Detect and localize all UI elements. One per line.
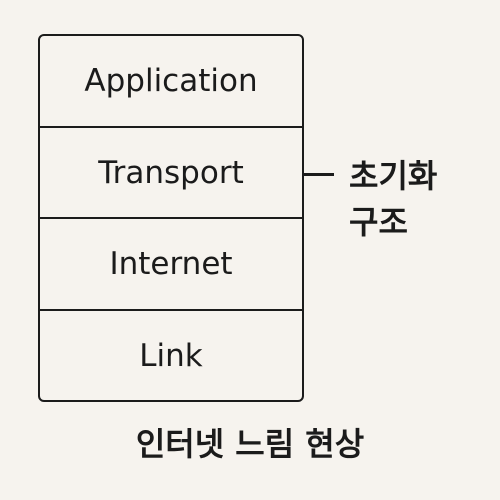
layer-label: Transport bbox=[98, 154, 244, 191]
layer-application: Application bbox=[40, 36, 302, 126]
side-annotation-line-2: 구조 bbox=[349, 203, 408, 241]
layer-internet: Internet bbox=[40, 217, 302, 309]
side-annotation: 초기화 구조 bbox=[349, 153, 437, 245]
side-annotation-line-1: 초기화 bbox=[349, 157, 438, 195]
protocol-stack: Application Transport Internet Link bbox=[38, 34, 304, 402]
layer-label: Internet bbox=[109, 246, 233, 283]
layer-transport: Transport bbox=[40, 125, 302, 218]
layer-link: Link bbox=[40, 308, 302, 401]
layer-label: Application bbox=[84, 63, 258, 100]
diagram-caption: 인터넷 느림 현상 bbox=[135, 425, 365, 463]
layer-label: Link bbox=[139, 337, 203, 374]
connector-line bbox=[304, 173, 334, 176]
